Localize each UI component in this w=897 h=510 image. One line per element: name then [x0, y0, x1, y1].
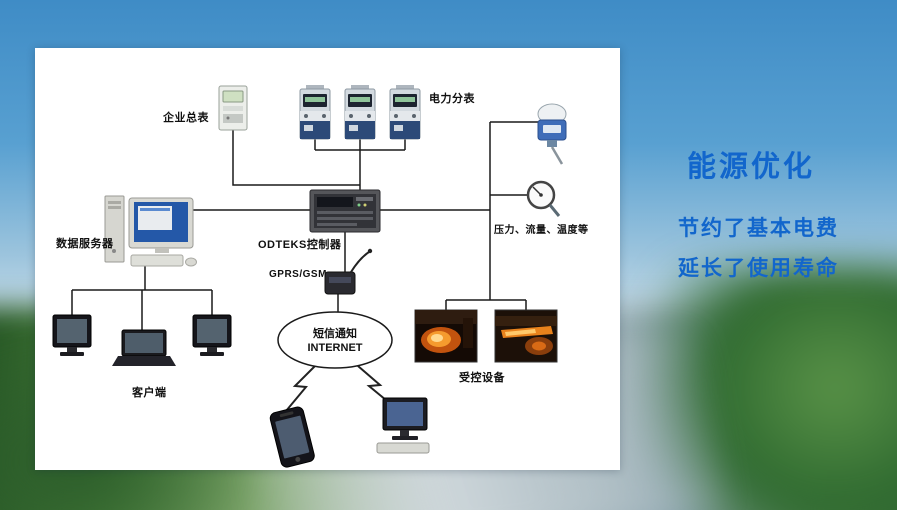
furnace-image-2	[494, 309, 558, 363]
internet-ellipse: 短信通知 INTERNET	[277, 311, 393, 369]
controller-device	[309, 189, 381, 233]
label-power-submeters: 电力分表	[429, 93, 475, 105]
label-controlled-equipment: 受控设备	[459, 372, 505, 384]
connection-lines	[71, 121, 538, 330]
server-computer	[104, 195, 197, 267]
label-clients: 客户端	[132, 387, 167, 399]
smartphone	[269, 406, 315, 468]
client-monitor-2	[192, 314, 232, 357]
internet-label-line2: INTERNET	[308, 342, 363, 354]
diagram-canvas: 短信通知 INTERNET	[52, 84, 567, 468]
client-monitor-1	[52, 314, 92, 357]
furnace-image-1	[414, 309, 478, 363]
label-sensors: 压力、流量、温度等	[494, 225, 589, 236]
power-meter-3	[389, 84, 421, 140]
gprs-modem	[324, 248, 373, 295]
lightning-links	[285, 364, 393, 412]
client-laptop	[112, 329, 176, 366]
page-title: 能源优化	[687, 151, 816, 183]
label-enterprise-meter: 企业总表	[163, 112, 209, 124]
enterprise-meter-device	[218, 85, 248, 131]
power-meter-2	[344, 84, 376, 140]
label-gprs: GPRS/GSM	[269, 269, 327, 280]
power-meter-1	[299, 84, 331, 140]
notify-computer	[376, 397, 430, 454]
lightning-bolt-right	[357, 365, 393, 406]
benefit-text-1: 节约了基本电费	[678, 217, 839, 240]
label-controller: ODTEKS控制器	[258, 239, 342, 251]
pressure-transmitter	[537, 103, 567, 165]
benefit-text-2: 延长了使用寿命	[678, 257, 839, 280]
lightning-bolt-left	[285, 364, 317, 412]
diagram-panel: 短信通知 INTERNET	[35, 48, 620, 470]
label-data-server: 数据服务器	[56, 238, 114, 250]
pressure-gauge	[526, 180, 561, 217]
internet-label-line1: 短信通知	[313, 326, 357, 340]
